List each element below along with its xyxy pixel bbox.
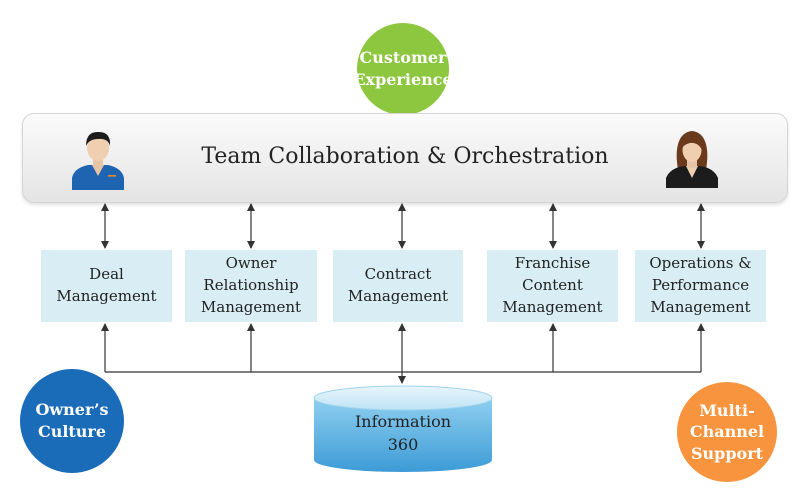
module-operations-performance-management: Operations & Performance Management — [635, 250, 766, 322]
module-contract-management: Contract Management — [333, 250, 463, 322]
information-360-database-label: Information 360 — [354, 412, 452, 455]
customer-experience-circle: Customer Experience — [353, 23, 453, 115]
banner-title: Team Collaboration & Orchestration — [201, 144, 609, 169]
module-deal-management: Deal Management — [41, 250, 172, 322]
module-owner-relationship-management: Owner Relationship Management — [185, 250, 317, 322]
module-franchise-content-management: Franchise Content Management — [487, 250, 618, 322]
team-collaboration-banner: Team Collaboration & Orchestration — [22, 113, 788, 203]
database-cylinder — [313, 385, 493, 472]
female-user-icon — [666, 131, 718, 188]
multi-channel-support-circle: Multi- Channel Support — [677, 382, 777, 482]
owners-culture-circle: Owner’s Culture — [20, 369, 124, 473]
male-user-icon — [72, 131, 124, 190]
